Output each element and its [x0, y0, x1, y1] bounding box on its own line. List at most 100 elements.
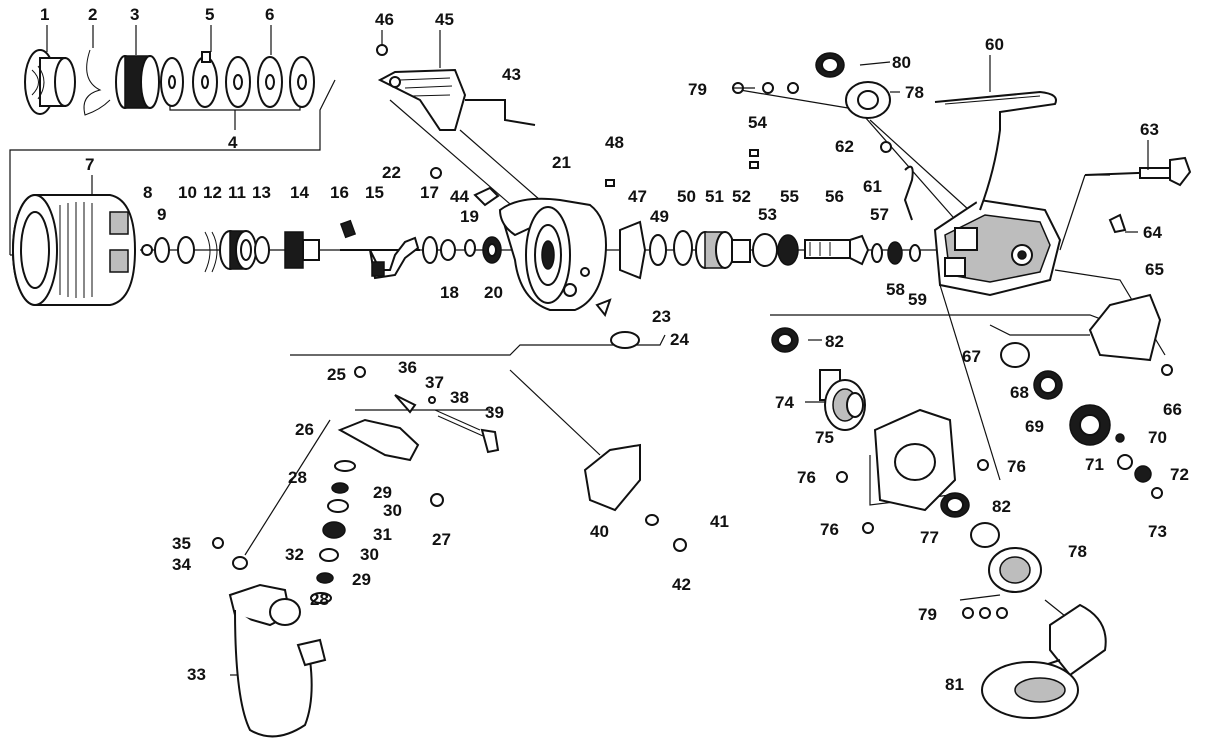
part-47: [619, 220, 647, 280]
part-40: [583, 443, 641, 512]
part-spool: [12, 194, 137, 306]
part-19: [464, 239, 476, 257]
part-61: [903, 165, 914, 221]
label-22: 22: [382, 163, 401, 182]
label-52: 52: [732, 187, 751, 206]
label-50: 50: [677, 187, 696, 206]
label-37: 37: [425, 373, 444, 392]
label-56: 56: [825, 187, 844, 206]
label-75: 75: [815, 428, 834, 447]
label-70: 70: [1148, 428, 1167, 447]
label-45: 45: [435, 10, 454, 29]
part-20-nut: [482, 236, 502, 264]
spool-parts-group: [12, 49, 315, 306]
part-39: [480, 428, 500, 454]
part-54: [749, 149, 759, 157]
label-76-a: 76: [797, 468, 816, 487]
part-29-a: [331, 482, 349, 494]
part-79-e: [979, 607, 991, 619]
part-57: [871, 243, 883, 263]
label-53: 53: [758, 205, 777, 224]
label-4: 4: [228, 133, 238, 152]
label-63: 63: [1140, 120, 1159, 139]
part-16: [339, 219, 357, 239]
part-76-a: [836, 471, 848, 483]
part-30-b: [319, 548, 339, 562]
part-58: [887, 241, 903, 265]
part-28-b: [310, 592, 332, 604]
part-71: [1117, 454, 1133, 470]
label-9: 9: [157, 205, 166, 224]
label-43: 43: [502, 65, 521, 84]
label-19: 19: [460, 207, 479, 226]
label-30-b: 30: [360, 545, 379, 564]
part-reel-body: [933, 90, 1062, 297]
shaft-parts-group: [141, 219, 502, 280]
label-29-b: 29: [352, 570, 371, 589]
label-2: 2: [88, 5, 97, 24]
part-drag-washers: [160, 56, 315, 108]
label-82-b: 82: [992, 497, 1011, 516]
label-42: 42: [672, 575, 691, 594]
part-31: [322, 521, 346, 539]
part-63-handle-shaft: [1084, 156, 1192, 187]
label-1: 1: [40, 5, 49, 24]
part-25: [354, 366, 366, 378]
part-tab-washer: [192, 51, 218, 108]
label-17: 17: [420, 183, 439, 202]
label-51: 51: [705, 187, 724, 206]
label-76-c: 76: [820, 520, 839, 539]
label-61: 61: [863, 177, 882, 196]
part-35: [212, 537, 224, 549]
label-28: 28: [288, 468, 307, 487]
part-48: [605, 179, 615, 187]
label-59: 59: [908, 290, 927, 309]
label-5: 5: [205, 5, 214, 24]
part-79-screw-b: [762, 82, 774, 94]
gear-train-parts: [605, 149, 921, 280]
label-67: 67: [962, 347, 981, 366]
part-36: [394, 394, 417, 414]
label-55: 55: [780, 187, 799, 206]
part-drag-knob: [24, 49, 76, 115]
part-rotor: [498, 197, 607, 311]
part-69-gear: [1069, 404, 1111, 446]
label-80: 80: [892, 53, 911, 72]
part-22-screw: [430, 167, 442, 179]
label-29: 29: [373, 483, 392, 502]
part-44: [473, 186, 500, 207]
part-29-b: [316, 572, 334, 584]
part-37: [428, 396, 436, 404]
part-77: [970, 522, 1000, 548]
label-ticks: [46, 25, 1149, 676]
label-10: 10: [178, 183, 197, 202]
label-34: 34: [172, 555, 191, 574]
label-25: 25: [327, 365, 346, 384]
part-79-f: [996, 607, 1008, 619]
part-78-cap-top: [845, 81, 891, 119]
label-62: 62: [835, 137, 854, 156]
part-51: [695, 231, 735, 269]
part-46-screw: [376, 44, 388, 56]
part-27: [430, 493, 444, 507]
label-68: 68: [1010, 383, 1029, 402]
part-82-bearing-a: [771, 327, 799, 353]
label-81: 81: [945, 675, 964, 694]
label-48: 48: [605, 133, 624, 152]
label-77: 77: [920, 528, 939, 547]
part-62: [880, 141, 892, 153]
label-3: 3: [130, 5, 139, 24]
part-28-a: [334, 460, 356, 472]
part-82-bearing-b: [940, 492, 970, 518]
label-11: 11: [228, 183, 246, 202]
label-69: 69: [1025, 417, 1044, 436]
label-64: 64: [1143, 223, 1162, 242]
part-70: [1115, 433, 1125, 443]
label-71: 71: [1085, 455, 1104, 474]
part-23: [595, 298, 612, 318]
label-46: 46: [375, 10, 394, 29]
part-76-c: [862, 522, 874, 534]
label-24: 24: [670, 330, 689, 349]
label-21: 21: [552, 153, 571, 172]
